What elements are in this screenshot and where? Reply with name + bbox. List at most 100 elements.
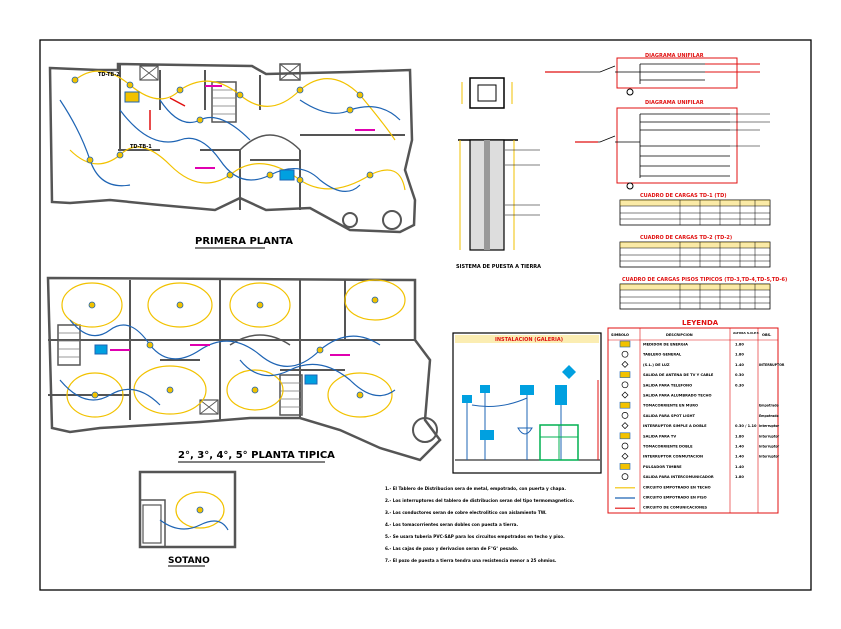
typical-duct-cross [199,399,219,415]
legend-symbol-icon [621,350,629,358]
legend-row-desc: SALIDA PARA INTERCOMUNICADOR [643,475,714,479]
installation-box: INSTALACION (GALERIA) [452,332,602,474]
install-box-e [480,430,494,440]
legend-row-desc: CIRCUITO EMPOTRADO EN PISO [643,496,707,500]
board-label-left: TD-TB-2 [98,72,120,78]
legend-row-height: 0.30 [735,383,744,387]
installation-title: INSTALACION (GALERIA) [495,337,563,343]
legend-symbol-icon [621,442,629,450]
legend-row-desc: PULSADOR TIMBRE [643,465,682,469]
planta-tipica-title: 2°, 3°, 4°, 5° PLANTA TIPICA [178,450,335,461]
note-line: 4.- Los tomacorrientes seran dobles con … [385,522,518,527]
legend-row-desc: CIRCUITO EMPOTRADO EN TECHO [643,485,711,489]
legend-row-height: 1.80 [735,343,744,347]
install-box-c [520,385,534,395]
pozo-dim-lines [459,140,515,250]
legend-symbol-icon [621,422,629,430]
sotano-plan: SOTANO [138,470,237,567]
legend-symbol-icon [621,381,629,389]
legend-row-desc: (S.L.) DE LUZ [643,363,670,367]
typical-duct [199,399,219,415]
pozo-rod [484,140,490,250]
table-1 [619,199,771,226]
primera-planta-title: PRIMERA PLANTA [195,236,293,247]
install-box-b [480,385,490,393]
legend-header-desc: DESCRIPCION [666,333,693,337]
table-2 [619,241,771,268]
typical-boards [110,344,350,356]
typical-stair [57,324,81,366]
legend-row-desc: INTERRUPTOR SIMPLE A DOBLE [643,424,707,428]
table-1-title: CUADRO DE CARGAS TD-1 (TD) [640,193,727,199]
installation-header [455,335,599,343]
legend-symbol-icon [621,391,629,399]
stair-steps [212,89,236,115]
legend-row-height: 1.80 [735,434,744,438]
column-round-1 [382,210,402,230]
single-line-diagrams: DIAGRAMA UNIFILAR DIAGRAMA UNIFILAR [545,53,770,190]
legend-row-obs: Interruptor [759,445,780,449]
legend-row-obs: Interruptor [759,424,780,428]
duct-box [139,65,159,81]
pozo-leaders [505,149,540,216]
table-3-grid [620,284,770,309]
legend-symbol-icon [619,371,631,378]
diagram-bottom-out [730,113,770,147]
diagram-top-title: DIAGRAMA UNIFILAR [645,53,704,59]
circuit-blue-2 [119,109,361,192]
legend-row-desc: CIRCUITO DE COMUNICACIONES [643,506,708,510]
legend-row-height: 0.30 [735,373,744,377]
exterior-wall [48,62,417,234]
legend-row-height: 1.40 [735,445,744,449]
meter-icon [279,169,295,181]
legend-row-desc: MEDIDOR DE ENERGIA [643,343,688,347]
typical-exterior-wall [46,276,442,462]
table-2-title: CUADRO DE CARGAS TD-2 (TD-2) [640,235,732,241]
column-round-2 [342,212,358,228]
sotano-stair [142,504,162,544]
legend-symbol-icon [619,463,631,470]
legend-header-symbol: SIMBOLO [611,333,629,337]
sotano-wall [138,470,237,549]
typical-light-outlets [88,296,379,399]
typical-stair-2 [279,374,303,416]
typical-stair-2-steps [280,382,302,408]
primera-planta-plan: TD-TB-2 TD-TB-1 PRIMERA PLANTA [48,62,417,249]
install-box-d [555,385,567,405]
legend-symbol-icon [621,412,629,419]
sotano-light [196,506,204,514]
legend-row-height: 1.40 [735,455,744,459]
table-2-grid [620,242,770,267]
diagram-bottom-title: DIAGRAMA UNIFILAR [645,100,704,106]
light-outlets [71,76,374,184]
table-3-header [620,284,770,290]
stair-box [211,81,237,123]
notes: 1.- El Tablero de Distribucion sera de m… [385,486,575,563]
table-1-grid [620,200,770,225]
planta-tipica-plan: 2°, 3°, 4°, 5° PLANTA TIPICA [46,276,442,463]
note-line: 1.- El Tablero de Distribucion sera de m… [385,486,566,491]
typical-board-icon-1 [94,344,108,355]
diagram-bottom-box [616,107,738,184]
legend-row-desc: TABLERO GENERAL [643,353,682,357]
diagram-top-lines [545,63,705,84]
legend-grid [608,328,778,513]
legend-row-height: 1.40 [735,363,744,367]
sotano-interior [140,499,166,547]
diagram-top-box [616,57,738,89]
shaft-cross [279,63,301,81]
legend-row-obs: Empotrado [759,414,779,418]
legend-row-height: 1.40 [735,465,744,469]
note-line: 6.- Las cajas de paso y derivacion seran… [385,546,519,551]
distribution-board-icon [124,91,140,103]
note-line: 7.- El pozo de puesta a tierra tendra un… [385,558,557,563]
legend-symbol-icon [621,360,629,368]
legend-row-desc: SALIDA DE ANTENA DE TV Y CABLE [643,373,714,377]
legend-row-desc: TOMACORRIENTE DOBLE [643,445,693,449]
diagram-bottom-lines [575,113,730,178]
typical-board-icon-2 [304,374,318,385]
sotano-circuit-blue [159,519,229,531]
load-tables: CUADRO DE CARGAS TD-1 (TD) CUADRO DE CAR… [619,193,787,310]
